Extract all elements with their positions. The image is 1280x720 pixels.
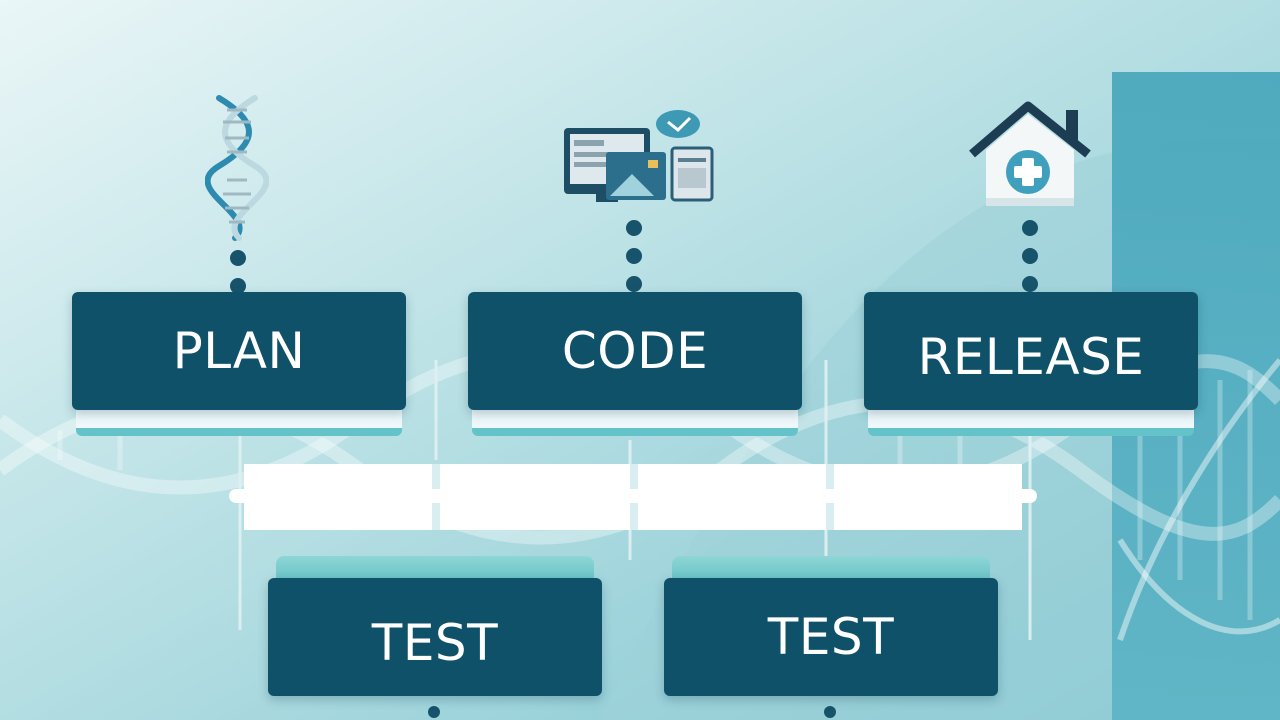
stage-label-code: CODE (561, 322, 709, 380)
stage-box-plan: PLAN (72, 292, 406, 410)
stage-box-test-1: TEST (268, 578, 602, 696)
stage-label-plan: PLAN (172, 322, 306, 380)
stage-label-test-2: TEST (767, 608, 895, 666)
stage-box-code: CODE (468, 292, 802, 410)
stage-label-test-1: TEST (371, 614, 499, 672)
computer-screens-icon (564, 110, 714, 202)
dna-helix-icon (205, 95, 269, 241)
release-box-base (868, 406, 1194, 436)
stage-box-release: RELEASE (864, 292, 1198, 410)
stage-label-release: RELEASE (917, 328, 1145, 386)
plan-box-base (76, 406, 402, 436)
code-box-base (472, 406, 798, 436)
stage-box-test-2: TEST (664, 578, 998, 696)
house-with-medical-cross-icon (969, 101, 1091, 206)
